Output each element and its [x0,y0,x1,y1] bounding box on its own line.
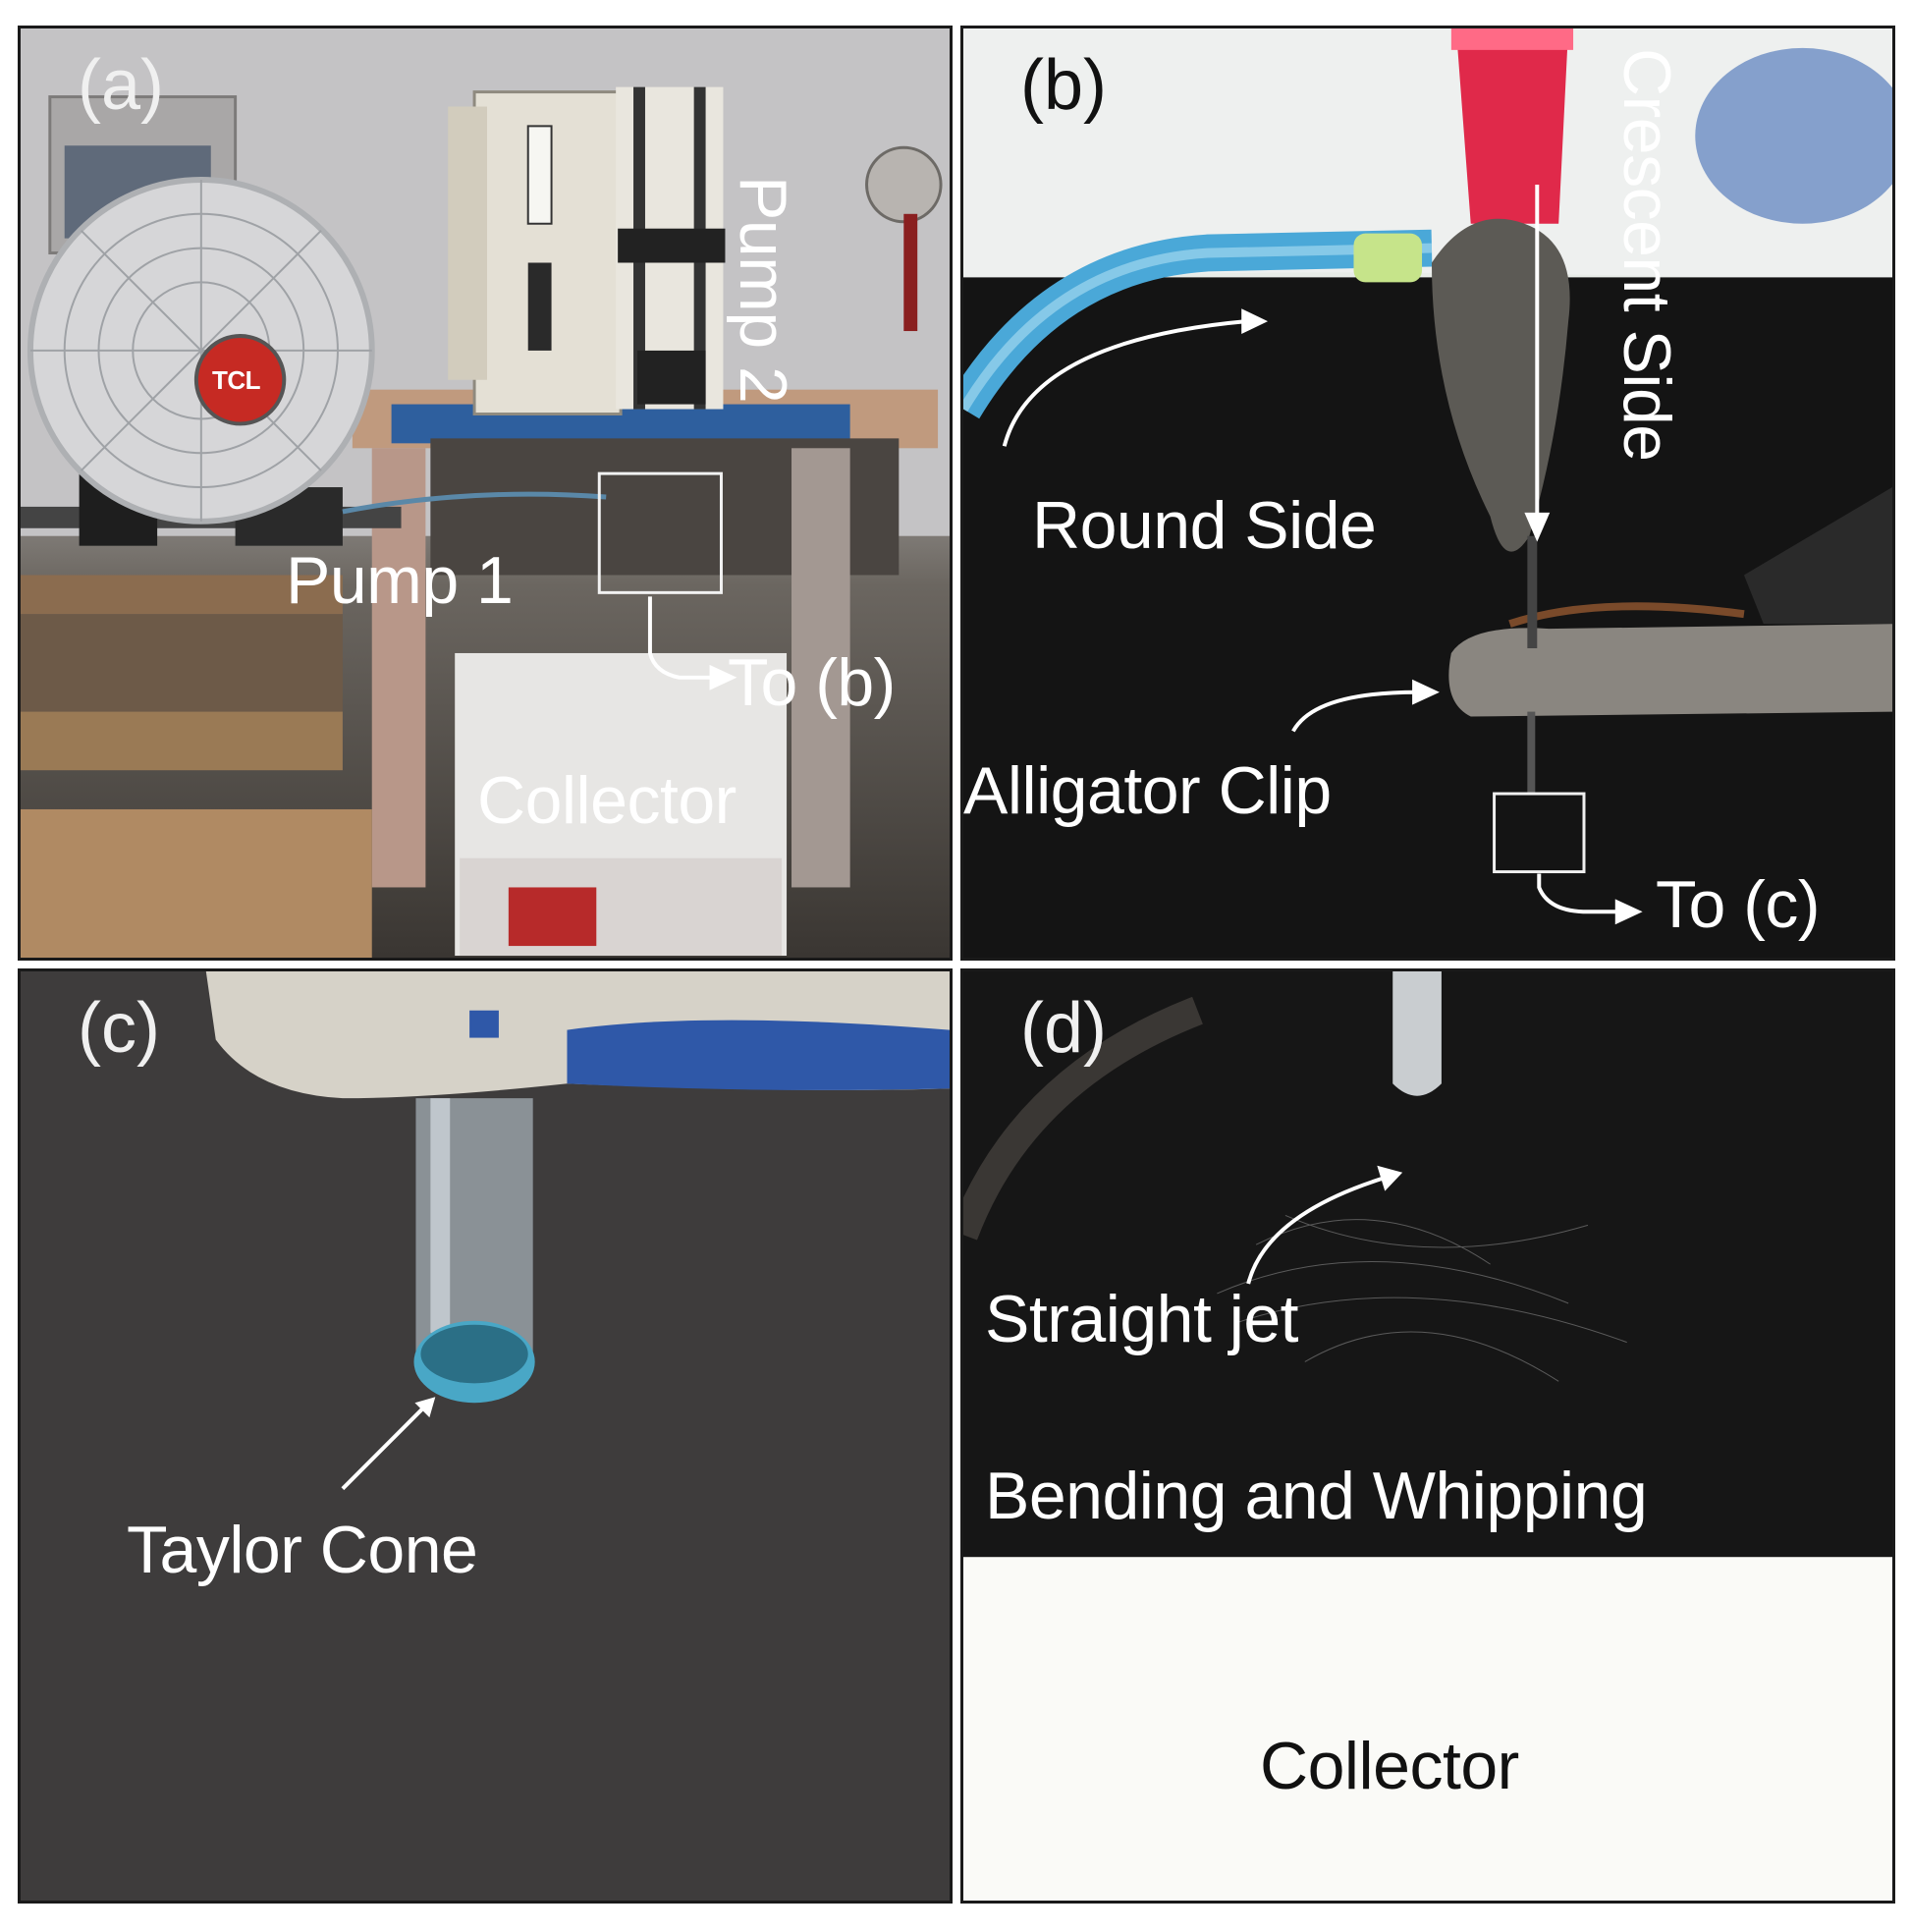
to-b-label: To (b) [728,645,896,720]
panel-d: (d) Straight jet Bending and Whipping Co… [960,968,1895,1904]
round-side-label: Round Side [1032,488,1377,563]
fan-logo-label: TCL [212,365,261,395]
collector-label: Collector [477,763,737,838]
panel-c: (c) Taylor Cone [18,968,953,1904]
straight-jet-label: Straight jet [985,1282,1299,1356]
pump2-label: Pump 2 [726,176,800,404]
taylor-cone-label: Taylor Cone [127,1513,478,1587]
alligator-clip-label: Alligator Clip [963,753,1332,828]
panel-a: (a) TCL Pump 2 Pump 1 To (b) Collector [18,26,953,961]
panel-d-letter: (d) [1020,989,1107,1068]
panel-b: (b) Crescent Side Round Side Alligator C… [960,26,1895,961]
panel-a-photo [21,28,950,958]
panel-a-letter: (a) [78,46,164,125]
pump1-label: Pump 1 [286,543,514,618]
collector-label-d: Collector [1260,1729,1519,1803]
panel-b-letter: (b) [1020,46,1107,125]
panel-d-photo [963,971,1892,1901]
panel-c-photo [21,971,950,1901]
panel-c-letter: (c) [78,989,160,1068]
to-c-label: To (c) [1656,867,1821,942]
crescent-side-label: Crescent Side [1610,48,1684,462]
panel-b-photo [963,28,1892,958]
bending-whipping-label: Bending and Whipping [985,1459,1648,1533]
